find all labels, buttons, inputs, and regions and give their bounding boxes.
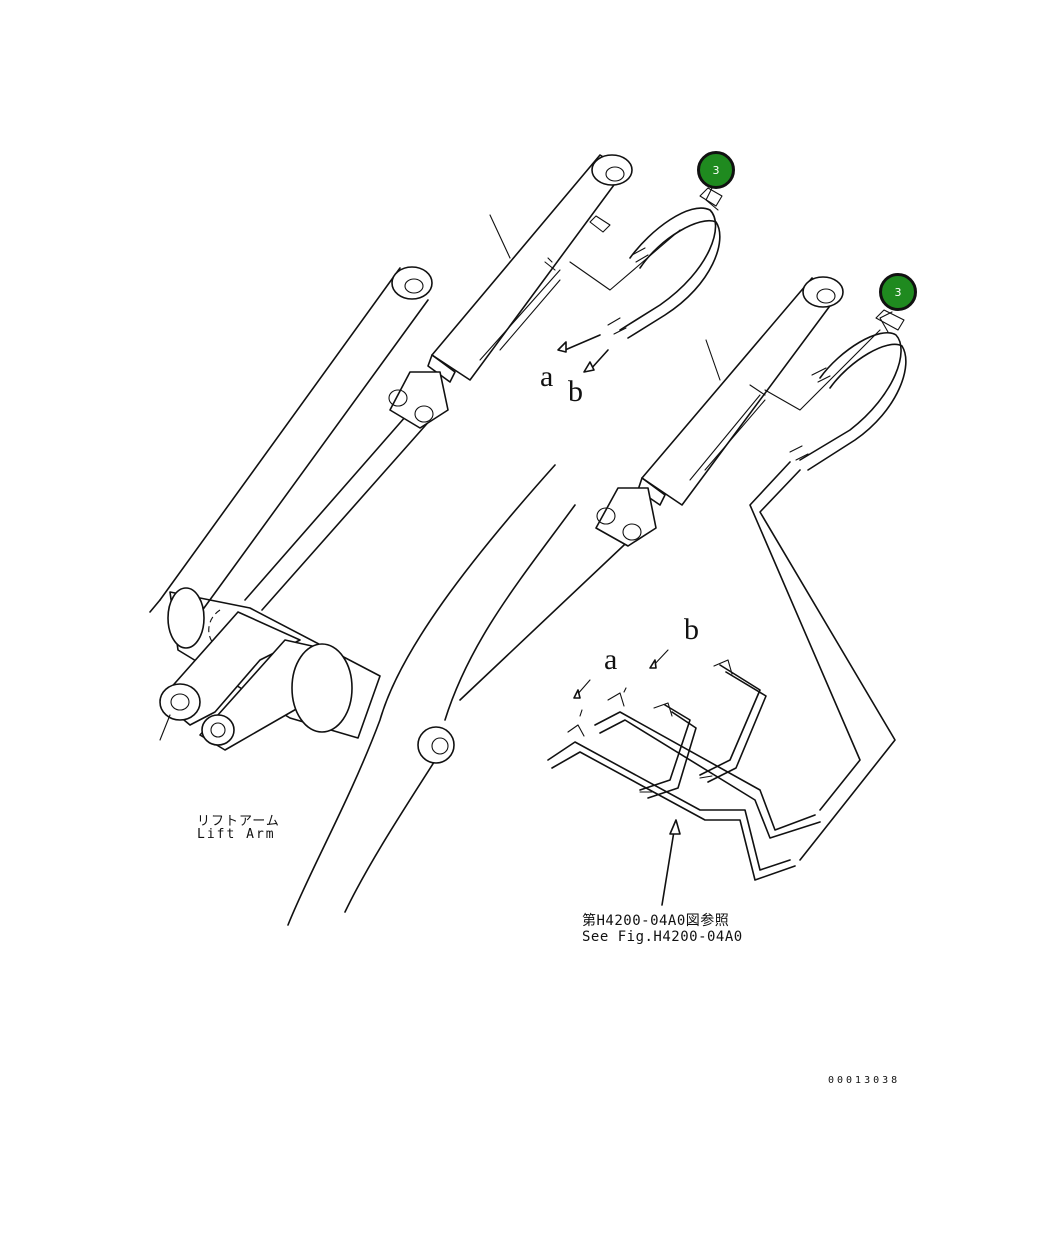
lower-piping	[547, 649, 821, 906]
lift-arm	[149, 266, 641, 926]
upper-cylinder	[388, 154, 681, 429]
port-label-b-upper: b	[568, 375, 583, 408]
lift-arm-label-en: Lift Arm	[197, 827, 276, 842]
reference-label-en: See Fig.H4200-04A0	[582, 929, 743, 945]
upper-hoses	[557, 187, 723, 373]
right-hoses	[749, 309, 907, 861]
lift-arm-label-jp: リフトアーム	[197, 814, 280, 829]
right-cylinder	[595, 276, 881, 547]
callout-badge-3[interactable]: 3	[697, 151, 735, 189]
callout-number: 3	[712, 163, 720, 177]
callout-number: 3	[894, 285, 902, 299]
port-label-a-upper: a	[540, 360, 554, 393]
callout-1-leader	[705, 187, 719, 211]
callout-badge-3-second[interactable]: 3	[879, 273, 917, 311]
port-label-a-lower: a	[604, 643, 618, 676]
port-label-b-lower: b	[684, 613, 699, 646]
callout-2-leader	[879, 311, 893, 333]
drawing-number: 00013038	[828, 1075, 901, 1086]
reference-label-jp: 第H4200-04A0図参照	[582, 913, 730, 929]
